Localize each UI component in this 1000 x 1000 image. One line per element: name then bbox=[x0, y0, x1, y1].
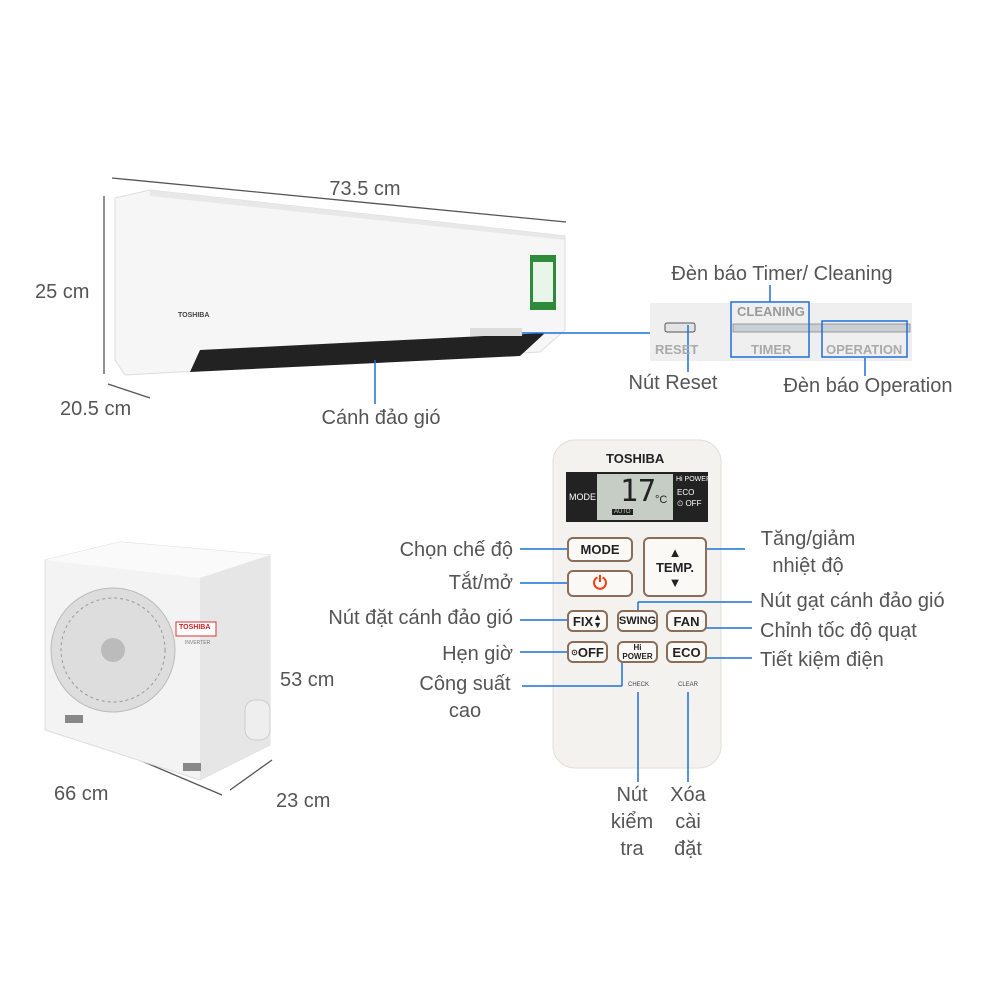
fix-button[interactable]: FIX▲▼ bbox=[567, 610, 608, 632]
display-eco: ECO bbox=[677, 488, 695, 497]
operation-text: OPERATION bbox=[826, 342, 903, 357]
clear-label-2: cài bbox=[675, 811, 701, 833]
off-timer-button[interactable]: ⊙OFF bbox=[567, 641, 608, 663]
temp-down-icon: ▼ bbox=[668, 574, 682, 590]
hipower-button[interactable]: Hi POWER bbox=[617, 641, 658, 663]
display-unit: °C bbox=[655, 494, 668, 506]
outdoor-brand-logo: TOSHIBA bbox=[179, 624, 211, 631]
fan-button[interactable]: FAN bbox=[666, 610, 707, 632]
timer-text: TIMER bbox=[751, 342, 792, 357]
clear-button[interactable]: CLEAR bbox=[678, 682, 699, 688]
check-label-3: tra bbox=[620, 838, 644, 860]
check-label-2: kiểm bbox=[610, 811, 654, 833]
eco-button[interactable]: ECO bbox=[666, 641, 707, 663]
check-label-1: Nút bbox=[616, 784, 648, 806]
cleaning-text: CLEANING bbox=[737, 304, 805, 319]
fan-label: Chỉnh tốc độ quạt bbox=[760, 620, 917, 642]
indoor-brand-logo: TOSHIBA bbox=[178, 312, 210, 319]
temp-up-icon: ▲ bbox=[668, 544, 682, 560]
remote-brand: TOSHIBA bbox=[606, 451, 665, 466]
temp-label-2: nhiệt độ bbox=[772, 555, 844, 577]
operation-label: Đèn báo Operation bbox=[783, 375, 953, 397]
temp-label: TEMP. bbox=[655, 559, 695, 575]
temp-button[interactable]: ▲ TEMP. ▼ bbox=[643, 537, 707, 597]
indicator-panel bbox=[650, 301, 912, 361]
clear-label-3: đặt bbox=[674, 838, 702, 860]
hipower-label-2: cao bbox=[448, 700, 482, 722]
display-hipower: Hi POWER bbox=[676, 476, 711, 483]
indoor-width: 73.5 cm bbox=[329, 178, 401, 200]
eco-label: Tiết kiệm điện bbox=[760, 649, 884, 671]
louver-label: Cánh đảo gió bbox=[321, 407, 441, 429]
indoor-height: 25 cm bbox=[35, 281, 90, 303]
swing-label: Nút gạt cánh đảo gió bbox=[760, 590, 945, 612]
clear-label-1: Xóa bbox=[670, 784, 706, 806]
swing-button[interactable]: SWING bbox=[617, 610, 658, 632]
indoor-depth: 20.5 cm bbox=[60, 398, 132, 420]
temp-label-1: Tăng/giảm bbox=[760, 528, 856, 550]
display-temp: 17 bbox=[620, 474, 657, 509]
off-label: OFF bbox=[577, 644, 604, 660]
outdoor-width: 66 cm bbox=[54, 783, 109, 805]
outdoor-depth: 23 cm bbox=[276, 790, 331, 812]
indoor-unit bbox=[114, 189, 566, 376]
clock-icon: ⊙ bbox=[571, 647, 578, 657]
timer-cleaning-label: Đèn báo Timer/ Cleaning bbox=[671, 263, 893, 285]
outdoor-inverter-text: INVERTER bbox=[185, 640, 211, 646]
power-button[interactable]: ⏻ bbox=[567, 570, 633, 597]
check-button[interactable]: CHECK bbox=[628, 682, 650, 688]
display-off: ⏲ OFF bbox=[677, 499, 702, 508]
up-down-icon: ▲▼ bbox=[593, 612, 603, 630]
fix-callout-label: Nút đặt cánh đảo gió bbox=[328, 607, 513, 629]
reset-text: RESET bbox=[655, 342, 699, 357]
fix-label: FIX bbox=[572, 613, 594, 629]
mode-button[interactable]: MODE bbox=[567, 537, 633, 562]
hipower-label-1: Công suất bbox=[419, 673, 511, 695]
outdoor-unit bbox=[44, 541, 271, 781]
display-auto: AUTO bbox=[612, 509, 633, 515]
outdoor-height: 53 cm bbox=[280, 669, 335, 691]
reset-label: Nút Reset bbox=[628, 372, 718, 394]
timer-label: Hẹn giờ bbox=[442, 643, 513, 665]
power-label: Tắt/mở bbox=[448, 572, 513, 594]
mode-label: Chọn chế độ bbox=[399, 539, 513, 561]
display-mode: MODE bbox=[569, 492, 596, 502]
